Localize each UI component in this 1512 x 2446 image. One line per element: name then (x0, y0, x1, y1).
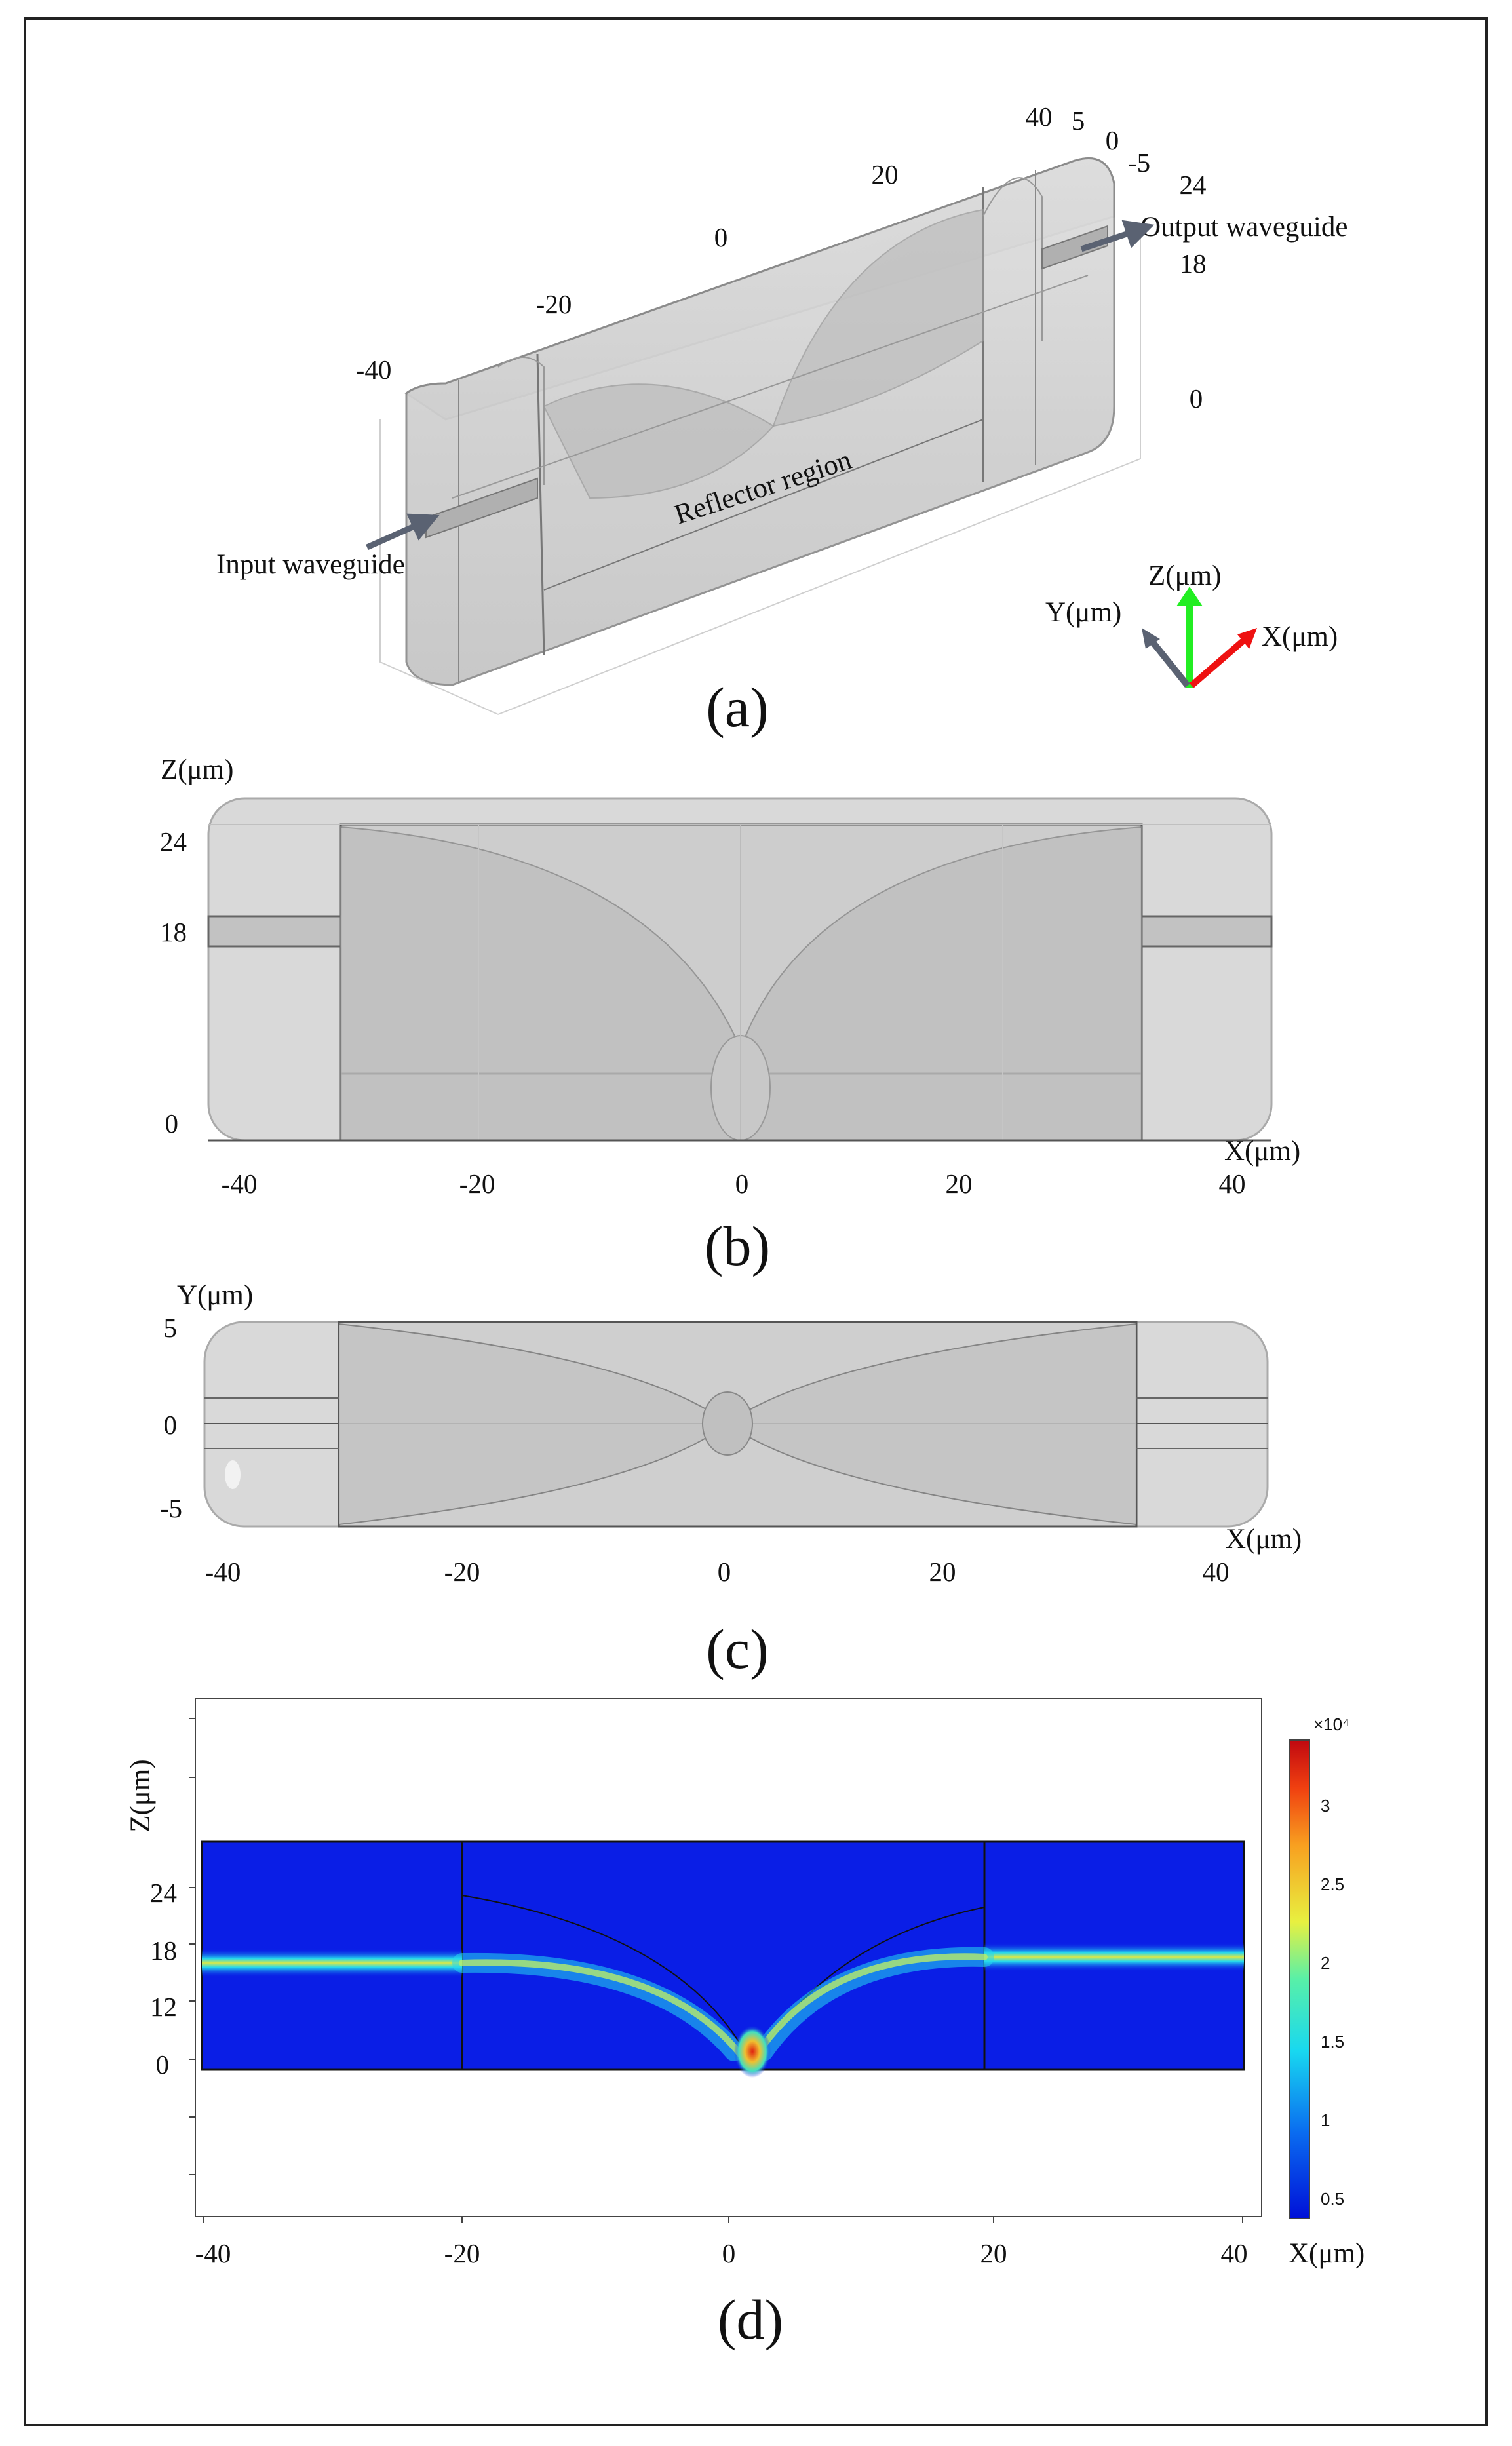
field-beam-reflected (452, 1947, 994, 2061)
panel-a-z-tick-label: 24 (1180, 170, 1207, 200)
panel-b-y-tick-label: 24 (160, 826, 187, 857)
colorbar-tick-label: 2 (1321, 1953, 1330, 1973)
colorbar-tick-label: 2.5 (1321, 1874, 1344, 1894)
panel-b-x-tick-label: -40 (222, 1169, 258, 1199)
panel-d-y-tick-label: 12 (150, 1992, 177, 2022)
outer-frame (24, 17, 1488, 2426)
panel-b-x-tick-label: -20 (459, 1169, 495, 1199)
panel-c-y-tick-label: 5 (164, 1313, 178, 1343)
field-beam-input (202, 1949, 462, 1977)
y-axis-arrowhead (1142, 628, 1160, 649)
field-beam-output (984, 1943, 1244, 1971)
output-waveguide-label: Output waveguide (1140, 212, 1347, 243)
colorbar-tick-label: 0.5 (1321, 2189, 1344, 2209)
panel-d-y-tick-label: 18 (150, 1935, 177, 1966)
panel-a-z-tick-label: 18 (1180, 248, 1207, 279)
panel-c-focus-region (702, 1391, 753, 1456)
panel-c-x-tick-label: 40 (1203, 1557, 1230, 1587)
panel-d-y-tick-label: 0 (156, 2049, 170, 2080)
x-axis-arrowhead (1237, 628, 1257, 649)
panel-b-x-tick-label: 40 (1219, 1169, 1246, 1199)
input-waveguide-label: Input waveguide (216, 549, 405, 580)
axis-triad: Z(μm) Y(μm) X(μm) (1045, 560, 1338, 688)
panel-d-x-tick-label: -40 (195, 2238, 231, 2268)
panel-b-caption: (b) (705, 1214, 770, 1277)
panel-c-x-tick-label: 0 (718, 1557, 731, 1587)
x-axis-label: X(μm) (1262, 621, 1338, 652)
panel-b-y-tick-label: 18 (160, 917, 187, 947)
panel-a-caption: (a) (706, 676, 768, 739)
panel-a-y-tick-label: 0 (1106, 125, 1119, 155)
z-axis-label: Z(μm) (1148, 560, 1221, 591)
panel-d-y-tick-label: 24 (150, 1878, 177, 1908)
colorbar-tick-label: 1.5 (1321, 2032, 1344, 2051)
panel-b-x-tick-label: 0 (735, 1169, 749, 1199)
panel-d-x-tick-label: 0 (722, 2238, 736, 2268)
panel-a-y-tick-label: -5 (1128, 147, 1150, 178)
panel-c-x-tick-label: -40 (205, 1557, 241, 1587)
field-focus-spot (734, 2025, 771, 2078)
y-axis-label: Y(μm) (1045, 597, 1121, 628)
colorbar-multiplier: ×10⁴ (1313, 1715, 1349, 1734)
panel-c-y-tick-label: 0 (164, 1410, 178, 1440)
panel-b: Z(μm) 24 18 0 -40 -20 0 20 40 X(μm) (b) (160, 754, 1300, 1277)
panel-c: Y(μm) 5 0 -5 -40 -20 0 20 40 X(μm) (c) (160, 1280, 1302, 1680)
panel-d-x-tick-label: -20 (444, 2238, 480, 2268)
panel-c-caption: (c) (706, 1618, 768, 1680)
panel-b-left-reflector-curve (340, 826, 741, 1141)
panel-d-x-tick-label: 40 (1221, 2238, 1248, 2268)
panel-c-x-tick-label: 20 (929, 1557, 956, 1587)
output-waveguide-arrow (1080, 220, 1155, 252)
panel-d-x-tick-label: 20 (980, 2238, 1007, 2268)
panel-d: ×10⁴ 3 2.5 2 1.5 1 0.5 Z(μm) 24 18 12 0 … (125, 1698, 1365, 2351)
panel-a-x-tick-label: -40 (356, 355, 392, 385)
y-axis-arrow (1148, 636, 1190, 688)
panel-b-x-axis-label: X(μm) (1224, 1136, 1300, 1167)
panel-b-y-tick-label: 0 (165, 1108, 179, 1138)
panel-c-y-axis-label: Y(μm) (177, 1280, 253, 1311)
panel-c-x-tick-label: -20 (444, 1557, 480, 1587)
panel-a-x-tick-label: 40 (1026, 102, 1053, 132)
panel-a-x-tick-label: 0 (714, 222, 728, 252)
input-waveguide-arrow (366, 513, 440, 551)
device-3d-illustration (379, 157, 1141, 715)
panel-d-caption: (d) (718, 2288, 783, 2351)
panel-b-y-axis-label: Z(μm) (161, 754, 233, 785)
z-axis-arrowhead (1176, 587, 1203, 606)
panel-b-input-waveguide (207, 915, 342, 948)
panel-b-right-reflector-curve (740, 826, 1142, 1141)
panel-c-y-tick-label: -5 (160, 1493, 182, 1523)
panel-b-x-tick-label: 20 (946, 1169, 973, 1199)
panel-a-x-tick-label: 20 (872, 159, 899, 189)
colorbar-tick-label: 3 (1321, 1796, 1330, 1815)
colorbar (1289, 1739, 1310, 2219)
panel-a: -40 -20 0 20 40 5 0 -5 24 18 0 Output wa… (216, 102, 1347, 739)
panel-c-x-axis-label: X(μm) (1226, 1524, 1302, 1555)
colorbar-tick-label: 1 (1321, 2110, 1330, 2130)
panel-a-y-tick-label: 5 (1072, 106, 1085, 136)
panel-d-x-axis-label: X(μm) (1289, 2238, 1365, 2269)
panel-b-output-waveguide (1140, 915, 1273, 948)
panel-a-x-tick-label: -20 (536, 289, 572, 319)
panel-a-z-tick-label: 0 (1190, 383, 1203, 414)
panel-d-y-axis-label: Z(μm) (125, 1759, 156, 1832)
x-axis-arrow (1189, 636, 1248, 688)
